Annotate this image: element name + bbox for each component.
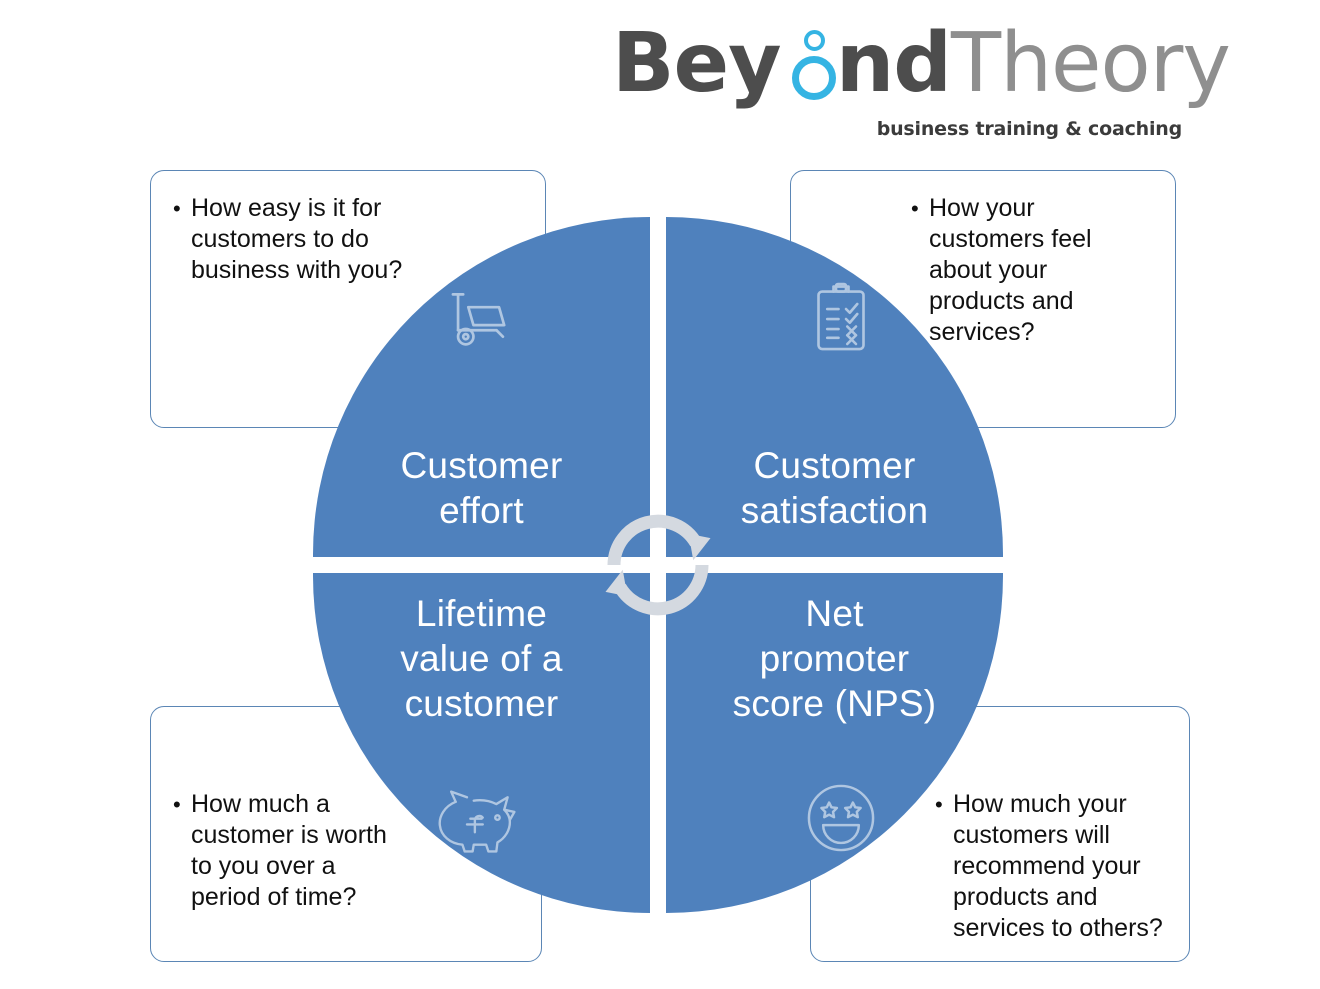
piggy-bank-pound-icon bbox=[433, 786, 519, 861]
callout-text: How much your customers will recommend y… bbox=[935, 789, 1188, 944]
logo-beyond-text: Bey bbox=[612, 16, 782, 111]
callout-text: How easy is it for customers to do busin… bbox=[173, 193, 441, 286]
quadrant-label: Lifetime value of a customer bbox=[400, 593, 563, 724]
logo-tagline: business training & coaching bbox=[876, 118, 1183, 140]
callout-lifetime-value: How much a customer is worth to you over… bbox=[150, 706, 542, 962]
quadrant-label: Customer satisfaction bbox=[740, 445, 929, 531]
quadrant-label: Net promoter score (NPS) bbox=[732, 593, 937, 724]
star-eyed-smiley-icon bbox=[803, 780, 879, 861]
logo-accent-dot-icon bbox=[804, 30, 825, 51]
logo-theory-text: Theory bbox=[951, 16, 1231, 111]
quadrant-customer-satisfaction[interactable]: Customer satisfaction bbox=[666, 217, 1003, 557]
beyond-theory-logo: BeyondTheory business training & coachin… bbox=[612, 14, 1231, 144]
callout-text: How your customers feel about your produ… bbox=[911, 193, 1129, 348]
quadrant-customer-effort[interactable]: Customer effort bbox=[313, 217, 650, 557]
hand-truck-icon bbox=[435, 279, 517, 366]
logo-o-ring-icon bbox=[792, 56, 836, 100]
logo-beyond-tail: nd bbox=[835, 16, 952, 111]
quadrant-net-promoter-score[interactable]: Net promoter score (NPS) bbox=[666, 573, 1003, 913]
callout-text: How much a customer is worth to you over… bbox=[173, 789, 441, 913]
clipboard-checklist-icon bbox=[801, 279, 881, 364]
logo-wordmark: BeyondTheory bbox=[612, 14, 1231, 114]
quadrant-lifetime-value[interactable]: Lifetime value of a customer bbox=[313, 573, 650, 913]
customer-metrics-wheel: Customer effort Customer satisfaction bbox=[313, 217, 1003, 913]
quadrant-label: Customer effort bbox=[400, 445, 563, 531]
